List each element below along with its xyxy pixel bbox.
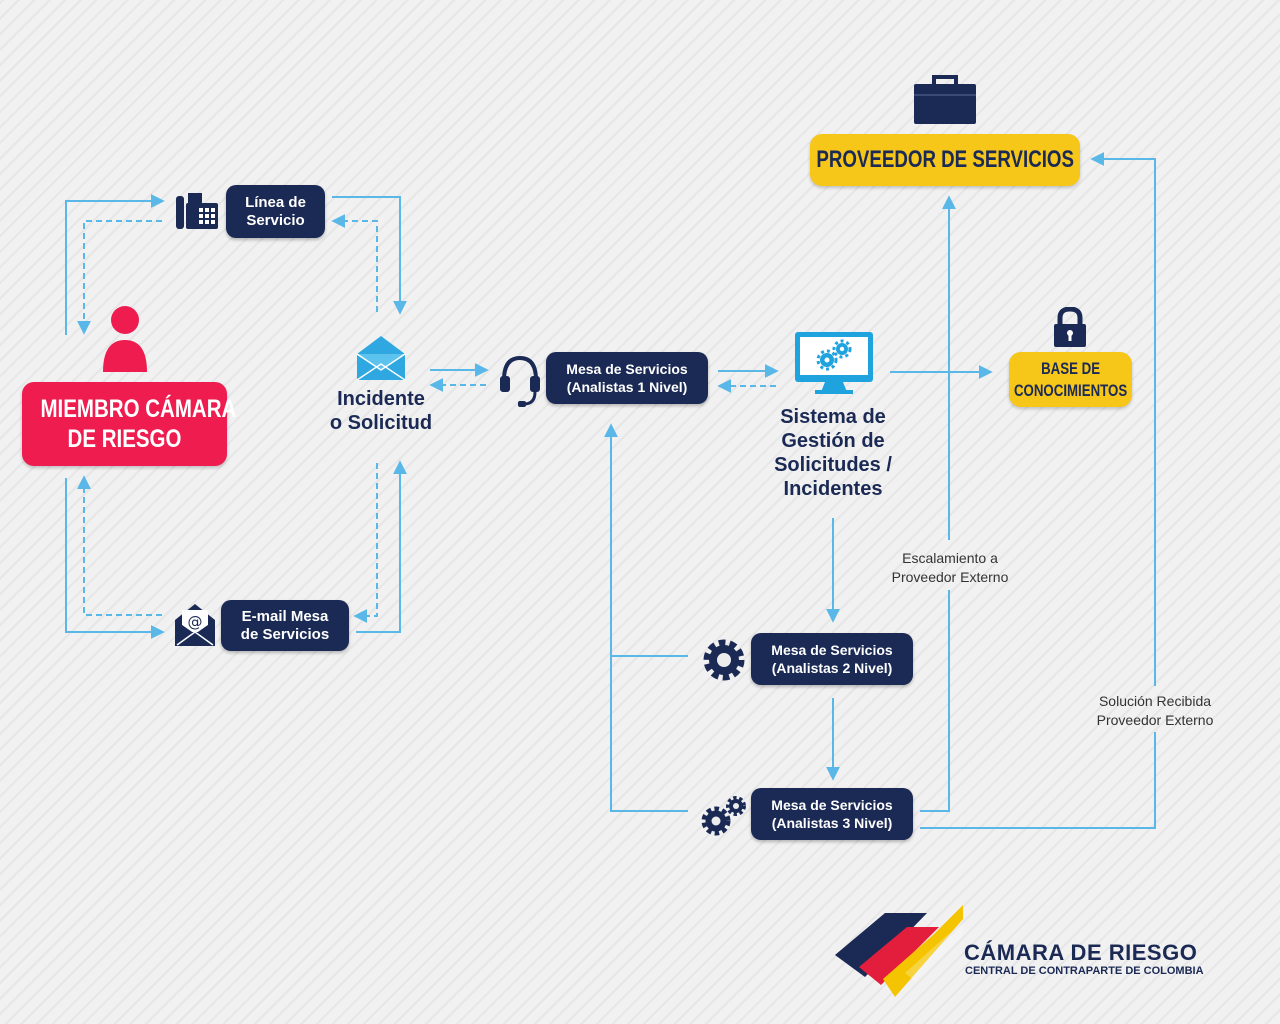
- incidente-label: Incidente o Solicitud: [318, 387, 444, 435]
- gears-icon: [701, 796, 746, 836]
- arrow-email-to-incidente: [356, 460, 407, 633]
- arrow-member-to-linea: [65, 194, 165, 335]
- svg-text:@: @: [188, 613, 203, 631]
- proveedor-label: PROVEEDOR DE SERVICIOS: [816, 146, 1074, 173]
- solucion-note: Solución Recibida Proveedor Externo: [1075, 692, 1235, 730]
- escalamiento-line1: Escalamiento a: [902, 550, 998, 566]
- mesa1-box: Mesa de Servicios (Analistas 1 Nivel): [546, 352, 708, 404]
- person-icon: [103, 306, 147, 372]
- mesa3-line2: (Analistas 3 Nivel): [771, 815, 893, 831]
- sistema-line3: Solicitudes /: [774, 454, 892, 476]
- arrow-linea-to-member: [77, 220, 162, 335]
- member-line2: DE RIESGO: [67, 425, 182, 453]
- base-conocimientos-box: BASE DE CONOCIMIENTOS: [1009, 352, 1132, 407]
- arrow-mesa2-to-mesa1: [604, 423, 688, 657]
- logo-subtitle: CENTRAL DE CONTRAPARTE DE COLOMBIA: [965, 965, 1204, 977]
- briefcase-icon: [914, 75, 976, 124]
- solucion-line2: Proveedor Externo: [1096, 712, 1214, 728]
- mesa1-line1: Mesa de Servicios: [566, 361, 688, 377]
- incidente-line2: o Solicitud: [329, 412, 433, 434]
- proveedor-box: PROVEEDOR DE SERVICIOS: [810, 134, 1080, 186]
- linea-line2: Servicio: [246, 211, 305, 229]
- arrow-solucion-down: [920, 732, 1156, 829]
- sistema-line2: Gestión de: [781, 430, 885, 452]
- escalamiento-line2: Proveedor Externo: [891, 569, 1009, 585]
- mesa2-line1: Mesa de Servicios: [771, 642, 893, 658]
- email-line1: E-mail Mesa: [241, 607, 329, 625]
- sistema-line1: Sistema de: [780, 406, 886, 428]
- mesa3-box: Mesa de Servicios (Analistas 3 Nivel): [751, 788, 913, 840]
- linea-line1: Línea de: [245, 193, 306, 211]
- email-envelope-icon: @: [175, 604, 215, 646]
- monitor-gears-icon: [795, 332, 873, 394]
- logo-title: CÁMARA DE RIESGO: [964, 940, 1198, 965]
- sistema-label: Sistema de Gestión de Solicitudes / Inci…: [753, 405, 913, 501]
- email-line2: de Servicios: [240, 625, 330, 643]
- mesa2-box: Mesa de Servicios (Analistas 2 Nivel): [751, 633, 913, 685]
- member-box: MIEMBRO CÁMARA DE RIESGO: [22, 382, 237, 466]
- headset-icon: [500, 355, 540, 407]
- arrow-member-to-email: [65, 478, 165, 639]
- incidente-line1: Incidente: [337, 388, 425, 410]
- sistema-line4: Incidentes: [783, 478, 883, 500]
- solucion-line1: Solución Recibida: [1098, 693, 1212, 709]
- mesa3-line1: Mesa de Servicios: [771, 797, 893, 813]
- fax-phone-icon: [176, 193, 218, 229]
- arrow-mesa3-to-mesa1: [610, 656, 688, 812]
- lock-icon: [1054, 307, 1086, 347]
- arrow-linea-to-incidente: [332, 196, 407, 315]
- mesa1-line2: (Analistas 1 Nivel): [566, 379, 688, 395]
- arrow-incidente-to-email: [353, 463, 378, 623]
- arrow-escalamiento: [920, 590, 950, 812]
- arrow-incidente-to-linea: [331, 214, 378, 312]
- member-line1: MIEMBRO CÁMARA: [40, 395, 237, 423]
- arrow-solucion-up: [1090, 152, 1156, 686]
- base-line2: CONOCIMIENTOS: [1013, 380, 1128, 400]
- arrow-email-to-member: [77, 475, 162, 616]
- gear-icon: [703, 639, 745, 681]
- mesa2-line2: (Analistas 2 Nivel): [771, 660, 893, 676]
- linea-servicio-box: Línea de Servicio: [226, 185, 325, 238]
- escalamiento-note: Escalamiento a Proveedor Externo: [870, 549, 1030, 587]
- envelope-icon: [357, 336, 405, 380]
- base-line1: BASE DE: [1041, 358, 1100, 378]
- logo-mark-icon: [835, 905, 963, 997]
- email-mesa-box: E-mail Mesa de Servicios: [221, 600, 349, 651]
